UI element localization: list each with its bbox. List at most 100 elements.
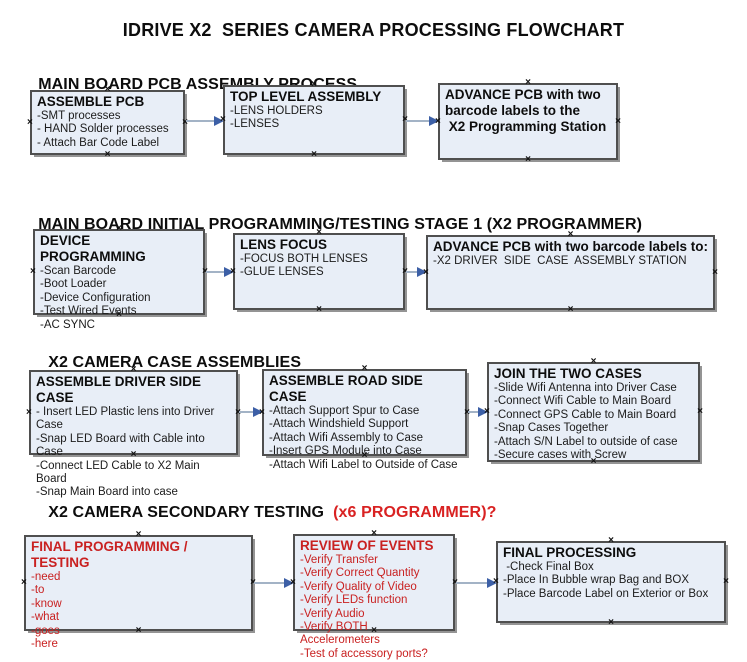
flow-box-assemble-road-side-case: × × × × ASSEMBLE ROAD SIDE CASE -Attach … [259,364,470,471]
box-title: ADVANCE PCB with two barcode labels to t… [445,87,607,134]
section-heading-text: X2 CAMERA SECONDARY TESTING [48,504,325,521]
box-item: -Attach S/N Label to outside of case [494,435,678,448]
connection-handle-icon: × [30,266,36,277]
section-heading-text: MAIN BOARD INITIAL PROGRAMMING/TESTING S… [38,216,643,233]
arrow-right-icon [253,407,263,417]
box-item: -Snap LED Board with Cable into Case [36,432,208,459]
box-item: -Place Barcode Label on Exterior or Box [503,587,709,600]
section-heading-text: X2 CAMERA CASE ASSEMBLIES [48,354,302,371]
arrow-right-icon [487,578,497,588]
box-item: -Verify Audio [300,607,365,620]
flow-box-final-processing: × × × × FINAL PROCESSING -Check Final Bo… [493,536,729,628]
box-title: ASSEMBLE PCB [37,94,145,109]
box-item: -Secure cases with Screw [494,449,627,462]
box-items: -Slide Wifi Antenna into Driver Case-Con… [494,382,694,462]
section-heading-initial-programming: MAIN BOARD INITIAL PROGRAMMING/TESTING S… [20,198,642,252]
page-title: IDRIVE X2 SERIES CAMERA PROCESSING FLOWC… [122,20,625,40]
box-item: -Attach Support Spur to Case [269,405,420,417]
box-items: -X2 DRIVER SIDE CASE ASSEMBLY STATION [433,255,709,268]
box-item: -Insert GPS Module into Case [269,445,422,458]
flow-box-lens-focus: × × × × LENS FOCUS -FOCUS BOTH LENSES-GL… [230,228,408,315]
connection-handle-icon: × [311,149,317,160]
box-item: -Snap Main Board into case [36,486,178,499]
box-item: -Connect Wifi Cable to Main Board [494,395,672,408]
flow-box-join-the-two-cases: × × × × JOIN THE TWO CASES -Slide Wifi A… [484,357,703,467]
box-items: -SMT processes- HAND Solder processes- A… [37,110,179,150]
box-item: -need [31,571,61,583]
arrow-right-icon [224,267,234,277]
arrow-right-icon [284,578,294,588]
box-item: -Verify LEDs function [300,594,408,607]
connection-handle-icon: × [104,149,111,160]
box-item: -Test of accessory ports? [300,647,428,660]
flow-box-advance-pcb-case-assembly: × × × × ADVANCE PCB with two barcode lab… [423,230,718,315]
box-item: -Place In Bubble wrap Bag and BOX [503,574,690,587]
box-item: -to [31,584,45,597]
connection-handle-icon: × [525,154,531,165]
box-title: FINAL PROCESSING [503,545,637,560]
box-title: REVIEW OF EVENTS [300,538,434,553]
section-heading-case-assemblies: X2 CAMERA CASE ASSEMBLIES [30,336,301,390]
flow-box-advance-pcb-programming-station: × × × × ADVANCE PCB with two barcode lab… [435,78,621,165]
box-item: - HAND Solder processes [37,123,169,136]
connection-handle-icon: × [608,617,614,628]
connector-line [456,582,489,584]
box-items: - Insert LED Plastic lens into Driver Ca… [36,406,232,500]
connection-handle-icon: × [26,406,32,418]
box-item: -Attach Windshield Support [269,418,409,431]
box-item: -LENS HOLDERS [230,105,323,117]
box-item: -Verify BOTH Accelerometers [300,621,380,647]
box-item: -Slide Wifi Antenna into Driver Case [494,382,677,394]
box-items: -Attach Support Spur to Case-Attach Wind… [269,405,461,472]
flow-connector [455,577,497,589]
flow-box-assemble-pcb: × × × × ASSEMBLE PCB -SMT processes- HAN… [27,85,188,160]
box-items: -Scan Barcode-Boot Loader-Device Configu… [40,265,199,332]
box-item: -Verify Quality of Video [300,580,417,593]
flow-connector [205,266,234,278]
box-title: ASSEMBLE ROAD SIDE CASE [269,373,427,404]
flow-connector [405,266,427,278]
box-item: -Verify Transfer [300,554,378,566]
flow-connector [185,115,224,127]
box-item: -Scan Barcode [40,265,117,277]
box-items: -LENS HOLDERS-LENSES [230,105,399,132]
box-item: -GLUE LENSES [240,266,324,279]
section-heading-secondary-testing: X2 CAMERA SECONDARY TESTING(x6 PROGRAMME… [30,486,497,540]
arrow-right-icon [478,407,488,417]
connection-handle-icon: × [316,304,322,315]
box-item: -SMT processes [37,110,121,122]
box-item: -X2 DRIVER SIDE CASE ASSEMBLY STATION [433,255,687,267]
box-item: -Attach Wifi Label to Outside of Case [269,458,458,471]
box-item: -goes [31,624,60,637]
box-items: -Verify Transfer-Verify Correct Quantity… [300,554,449,661]
box-title: DEVICE PROGRAMMING [40,233,146,264]
connector-line [186,120,216,122]
connection-handle-icon: × [567,304,574,315]
box-title: ASSEMBLE DRIVER SIDE CASE [36,374,205,405]
box-item: -know [31,597,62,610]
connection-handle-icon: × [21,577,27,588]
flow-connector [253,577,294,589]
box-item: -Connect GPS Cable to Main Board [494,408,677,421]
box-item: -Attach Wifi Assembly to Case [269,431,424,444]
box-item: -Check Final Box [503,561,594,573]
arrow-right-icon [429,116,439,126]
box-title: TOP LEVEL ASSEMBLY [230,89,382,104]
connection-handle-icon: × [723,576,729,587]
box-item: -Connect LED Cable to X2 Main Board [36,459,203,486]
box-items: -need-to-know-what-goes-here [31,571,247,651]
arrow-right-icon [214,116,224,126]
connector-line [468,411,480,413]
box-items: -Check Final Box-Place In Bubble wrap Ba… [503,561,720,601]
connection-handle-icon: × [697,406,703,417]
flow-box-top-level-assembly: × × × × TOP LEVEL ASSEMBLY -LENS HOLDERS… [220,80,408,160]
connection-handle-icon: × [27,116,33,128]
box-item: -Verify Correct Quantity [300,567,420,580]
connection-handle-icon: × [615,115,621,127]
connection-handle-icon: × [712,266,718,278]
connector-line [206,271,226,273]
box-item: -Snap Cases Together [494,422,609,435]
flow-connector [467,406,488,418]
flow-connector [405,115,439,127]
